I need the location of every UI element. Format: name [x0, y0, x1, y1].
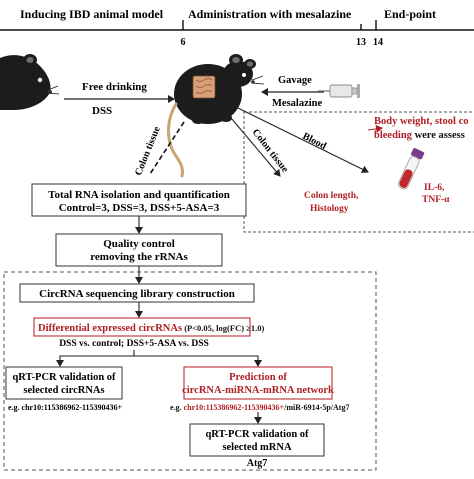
- qpcr-circrna-box: [5, 366, 123, 400]
- qpcr-mrna-subtitle: selected mRNA: [222, 442, 292, 453]
- dss-label: DSS: [92, 105, 112, 117]
- timeline-label-6: 6: [181, 37, 186, 48]
- observation-arrow: [367, 124, 383, 133]
- syringe-icon: [318, 84, 360, 98]
- timeline-label-14: 14: [373, 37, 383, 48]
- rna-isolation-groups: Control=3, DSS=3, DSS+5-ASA=3: [59, 202, 220, 214]
- dec-title: Differential expressed circRNAs: [38, 323, 182, 334]
- colon-tissue-vertical-label: Colon tissue: [133, 124, 163, 177]
- rna-isolation-box: [31, 183, 247, 217]
- il6-label: IL-6,: [424, 183, 445, 193]
- colon-length-label: Colon length,: [304, 191, 359, 201]
- library-construction-box: [19, 283, 255, 303]
- timeline-header-administration: Administration with mesalazine: [188, 7, 352, 21]
- prediction-example-circrna: chr10:115386962-115390436+: [184, 403, 285, 412]
- timeline-header-induction: Inducing IBD animal model: [20, 7, 164, 21]
- quality-control-title: Quality control: [103, 238, 175, 250]
- histology-label: Histology: [310, 204, 349, 214]
- blood-tube-icon: [397, 148, 425, 190]
- observation-line-1: Body weight, stool co: [374, 116, 469, 127]
- prediction-box: [183, 366, 333, 400]
- qpcr-circrna-title: qRT-PCR validation of: [12, 372, 116, 383]
- timeline: Inducing IBD animal model Administration…: [0, 7, 474, 48]
- prediction-example: e.g. chr10:115386962-115390436+/miR-6914…: [170, 403, 349, 412]
- quality-control-detail: removing the rRNAs: [90, 251, 188, 263]
- colon-tissue-dashed-line: [149, 121, 185, 175]
- quality-control-box: [55, 233, 223, 267]
- arrow-dec-qpcr: [56, 350, 135, 367]
- differential-expression-box: [33, 317, 251, 337]
- qpcr-mrna-title: qRT-PCR validation of: [205, 429, 309, 440]
- observation-box: [243, 111, 474, 233]
- intestine-icon: [192, 75, 216, 99]
- timeline-label-13: 13: [356, 37, 366, 48]
- blood-branch: [237, 107, 369, 173]
- colon-tissue-diag-label: Colon tissue: [250, 127, 291, 175]
- observation-red-2: bleeding: [374, 130, 413, 141]
- mouse-icon: [0, 54, 60, 110]
- differential-expression-label: Differential expressed circRNAs (P<0.05,…: [38, 323, 264, 334]
- comparison-label: DSS vs. control; DSS+5-ASA vs. DSS: [59, 339, 209, 349]
- blood-label: Blood: [301, 131, 329, 152]
- sequencing-analysis-box: [3, 271, 377, 471]
- observation-black-2: were assess: [412, 130, 465, 141]
- timeline-header-endpoint: End-point: [384, 7, 436, 21]
- prediction-example-prefix: e.g.: [170, 403, 184, 412]
- mouse-icon: [167, 54, 265, 178]
- qpcr-circrna-subtitle: selected circRNAs: [23, 385, 104, 396]
- library-construction-label: CircRNA sequencing library construction: [39, 288, 235, 300]
- gavage-label: Gavage: [278, 75, 312, 86]
- prediction-example-axis: /miR-6914-5p/Atg7: [283, 403, 349, 412]
- mesalazine-label: Mesalazine: [272, 98, 322, 109]
- arrow-dec-prediction: [134, 355, 262, 367]
- prediction-title: Prediction of: [229, 372, 287, 383]
- qpcr-mrna-box: [189, 423, 325, 457]
- observation-line-2: bleeding were assess: [374, 130, 465, 141]
- rna-isolation-title: Total RNA isolation and quantification: [48, 189, 230, 201]
- observation-red-1: Body weight, stool co: [374, 116, 469, 127]
- colon-tissue-branch: [225, 111, 281, 177]
- prediction-subtitle: circRNA-miRNA-mRNA network: [182, 385, 334, 396]
- free-drinking-label: Free drinking: [82, 81, 147, 93]
- dec-criteria: (P<0.05, log(FC) ≥1.0): [182, 323, 264, 333]
- qpcr-circrna-example: e.g. chr10:115386962-115390436+: [8, 403, 123, 412]
- tnfa-label: TNF-α: [422, 195, 450, 205]
- qpcr-mrna-gene: Atg7: [247, 458, 268, 469]
